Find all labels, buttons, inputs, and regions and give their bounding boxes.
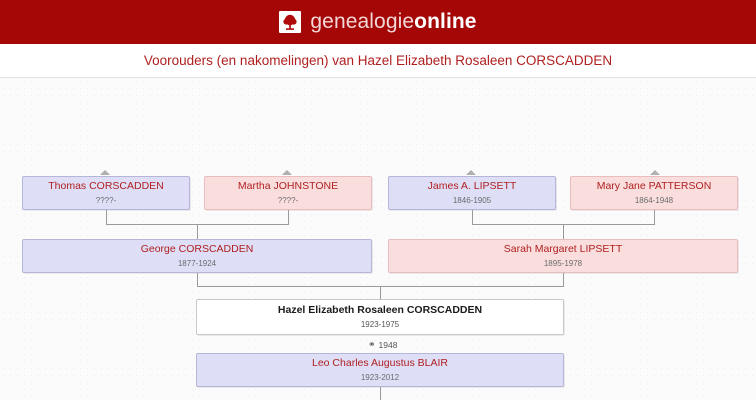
person-dates: ????- [277, 196, 299, 206]
ancestors-marker-icon[interactable] [282, 170, 292, 175]
person-node-james-lipsett[interactable]: James A. LIPSETT 1846-1905 [388, 176, 556, 210]
person-node-focus-hazel-corscadden[interactable]: Hazel Elizabeth Rosaleen CORSCADDEN 1923… [196, 299, 564, 335]
person-node-martha-johnstone[interactable]: Martha JOHNSTONE ????- [204, 176, 372, 210]
marriage-year: 1948 [378, 339, 398, 350]
connector-line [654, 210, 655, 224]
connector-line [380, 286, 381, 299]
person-name: George CORSCADDEN [140, 242, 254, 255]
brand-text-bold: online [414, 10, 477, 33]
person-name: Mary Jane PATTERSON [596, 179, 712, 192]
person-dates: 1895-1978 [543, 259, 583, 269]
connector-line [563, 273, 564, 286]
brand-text-light: genealogie [310, 10, 415, 33]
brand-wordmark: genealogieonline [310, 10, 476, 34]
person-name: Hazel Elizabeth Rosaleen CORSCADDEN [277, 303, 483, 316]
ancestors-marker-icon[interactable] [466, 170, 476, 175]
ancestors-marker-icon[interactable] [650, 170, 660, 175]
marriage-symbol-icon: ⚭ [368, 339, 376, 349]
person-name: James A. LIPSETT [427, 179, 517, 192]
person-node-spouse-leo-blair[interactable]: Leo Charles Augustus BLAIR 1923-2012 [196, 353, 564, 387]
family-tree-canvas: Thomas CORSCADDEN ????- Martha JOHNSTONE… [0, 78, 756, 400]
person-node-thomas-corscadden[interactable]: Thomas CORSCADDEN ????- [22, 176, 190, 210]
ancestors-marker-icon[interactable] [100, 170, 110, 175]
person-dates: ????- [95, 196, 117, 206]
person-dates: 1923-2012 [360, 373, 400, 383]
connector-line [472, 210, 473, 224]
person-name: Leo Charles Augustus BLAIR [312, 356, 448, 369]
person-dates: 1846-1905 [452, 196, 492, 206]
connector-line [380, 387, 381, 400]
site-header: genealogieonline [0, 0, 756, 44]
connector-line [197, 273, 198, 286]
page-title: Voorouders (en nakomelingen) van Hazel E… [0, 44, 756, 78]
person-node-sarah-margaret-lipsett[interactable]: Sarah Margaret LIPSETT 1895-1978 [388, 239, 738, 273]
marriage-info: ⚭ 1948 [368, 339, 397, 350]
connector-line [106, 210, 107, 224]
person-name: Sarah Margaret LIPSETT [503, 242, 623, 255]
person-dates: 1864-1948 [634, 196, 674, 206]
person-node-mary-jane-patterson[interactable]: Mary Jane PATTERSON 1864-1948 [570, 176, 738, 210]
tree-logo-icon [279, 11, 302, 33]
connector-line [197, 224, 198, 239]
person-name: Thomas CORSCADDEN [48, 179, 164, 192]
connector-line [288, 210, 289, 224]
person-name: Martha JOHNSTONE [237, 179, 339, 192]
person-dates: 1923-1975 [360, 320, 400, 330]
person-node-george-corscadden[interactable]: George CORSCADDEN 1877-1924 [22, 239, 372, 273]
connector-line [563, 224, 564, 239]
brand-logo-link[interactable]: genealogieonline [279, 10, 476, 34]
person-dates: 1877-1924 [177, 259, 217, 269]
